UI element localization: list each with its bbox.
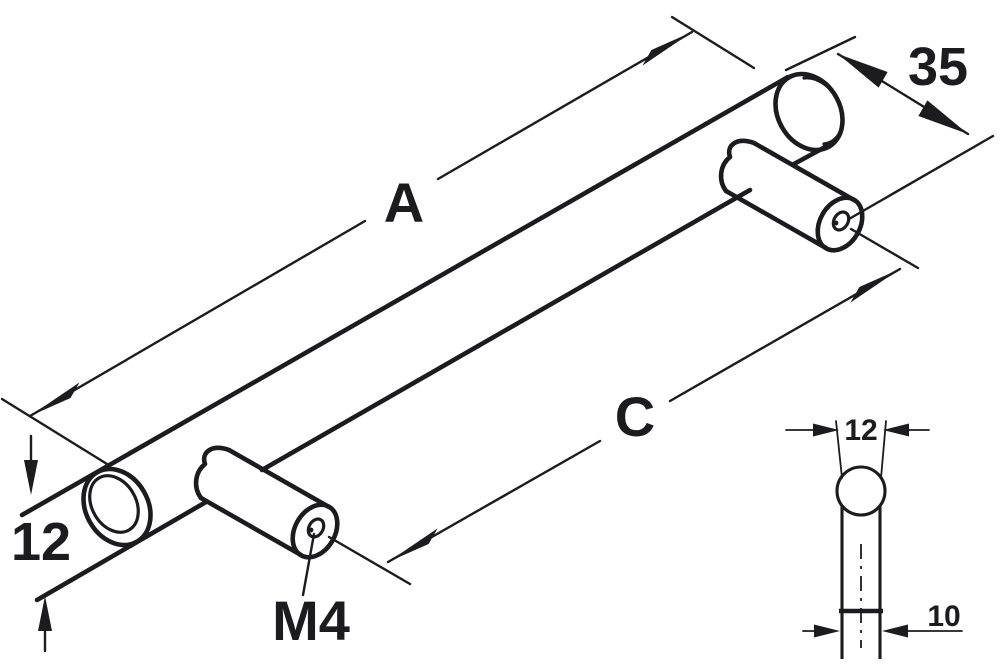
side-dimension-12: 12 [785,414,930,479]
bar-top-edge [19,74,791,518]
right-post-hole-center-mark [833,220,839,226]
left-post-bottom-edge [198,495,304,558]
bar-bottom-edge-left [34,499,209,603]
right-post-screw-hole [831,210,851,232]
side-view-bar-section [835,465,887,517]
bar-left-end-outer-ring [81,466,153,548]
dim-12-upper-arrowhead [24,460,38,495]
side-view: 12 10 [785,414,963,659]
dimension-c: C [327,227,920,586]
m4-label: M4 [272,589,350,652]
dim-a-line-left-segment [28,219,367,418]
side-dimension-10: 10 [802,600,963,638]
bar-body [19,71,845,603]
dim-c-label: C [615,385,655,448]
dim-a-extension-left [0,397,109,466]
side-dim-12-label: 12 [844,414,877,447]
dim-12-label: 12 [11,512,71,572]
dim-35-arrowhead-lower [918,100,968,134]
dim-a-label: A [384,171,424,234]
left-post-junction-break [193,445,232,501]
right-post-bottom-edge [723,188,829,251]
dimension-35: 35 [784,35,995,221]
dimension-a: A [0,15,756,466]
dim-a-arrowhead-right [642,32,692,66]
left-post-hole-center-mark [308,527,314,533]
side-dim-12-arrowhead-right [883,423,909,437]
m4-leader-line [301,532,316,597]
right-post-top-edge [751,140,857,203]
bar-bottom-edge-middle [259,187,753,473]
dim-c-extension-left [327,535,412,586]
dim-35-extension-left [784,35,857,72]
right-post [718,138,865,253]
left-post [193,445,340,560]
right-post-end-face [815,195,865,253]
dim-c-arrowhead-right [850,269,900,303]
dim-35-label: 35 [908,37,968,97]
side-dim-10-arrowhead-right [882,624,908,638]
thread-callout: M4 [272,532,350,652]
bar-left-end-inner-ring [88,474,140,534]
left-post-end-face [290,502,340,560]
dimension-12-main: 12 [11,434,71,653]
right-post-junction-break [718,138,757,194]
side-dim-10-arrowhead-left [814,624,840,638]
dim-35-arrowhead-upper [838,54,888,88]
dim-12-lower-arrowhead [38,596,52,631]
side-dim-12-arrowhead-left [813,423,839,437]
bar-right-end-cap-edge [802,76,845,146]
left-post-top-edge [226,447,332,510]
dim-c-arrowhead-left [388,528,438,562]
dim-a-extension-right [670,15,756,70]
dim-a-arrowhead-left [30,382,80,416]
side-dim-10-label: 10 [927,600,960,633]
dim-35-extension-right [847,134,995,221]
dim-c-extension-right [849,227,920,270]
left-post-screw-hole [306,517,326,539]
